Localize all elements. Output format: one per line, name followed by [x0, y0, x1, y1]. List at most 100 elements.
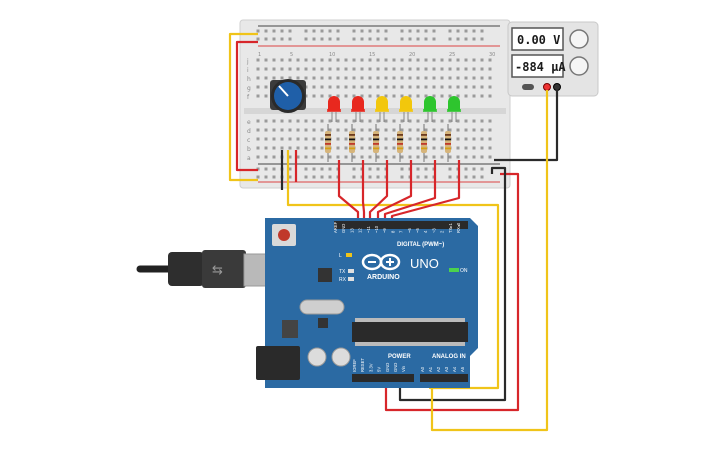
pin-label: ~10	[374, 225, 379, 233]
row-letter: h	[247, 76, 251, 83]
voltage-readout: 0.00 V	[517, 33, 560, 47]
column-number: 25	[449, 52, 455, 58]
wire-psu-positive[interactable]	[430, 90, 549, 432]
led-label-tx: TX	[339, 269, 346, 275]
row-letter: c	[247, 137, 250, 144]
on-indicator	[449, 268, 459, 272]
pin-label: GND	[393, 363, 398, 372]
pin-label: A2	[436, 366, 441, 372]
arduino-logo	[361, 253, 401, 271]
analog-header-label: ANALOG IN	[432, 354, 466, 360]
row-letter: e	[247, 119, 251, 126]
pin-label: TX▸1	[448, 223, 453, 233]
wire-yellow-rail[interactable]	[228, 32, 258, 182]
current-knob[interactable]	[569, 56, 589, 76]
column-number: 15	[369, 52, 375, 58]
usb-icon: ⇆	[212, 263, 223, 278]
power-supply: 0.00 V -884 µA	[507, 21, 599, 97]
resistor[interactable]	[349, 124, 355, 162]
pin-label: 3.3V	[368, 363, 373, 372]
wire-led-3[interactable]	[368, 160, 389, 222]
row-letter: j	[246, 58, 249, 65]
pin-label: 13	[349, 228, 354, 233]
wire-psu-negative[interactable]	[494, 90, 559, 162]
row-letter: i	[247, 67, 249, 74]
potentiometer[interactable]	[270, 79, 306, 113]
resistor[interactable]	[397, 124, 403, 162]
pin-label: ~5	[415, 228, 420, 233]
row-letter: g	[247, 85, 251, 92]
wire-gnd[interactable]	[398, 166, 507, 402]
positive-terminal[interactable]	[543, 83, 551, 91]
resistor[interactable]	[445, 124, 451, 162]
row-letter: b	[247, 146, 251, 153]
negative-terminal[interactable]	[553, 83, 561, 91]
led-red[interactable]	[327, 96, 341, 122]
board-model: UNO	[410, 256, 439, 271]
wire-led-2[interactable]	[361, 160, 366, 222]
analog-header	[420, 374, 468, 382]
resistor[interactable]	[421, 124, 427, 162]
pin-label: 12	[358, 228, 363, 233]
power-header	[352, 374, 414, 382]
microcontroller-chip	[352, 322, 468, 342]
digital-header	[334, 221, 468, 229]
pin-label: 7	[399, 230, 404, 233]
pin-label: GND	[385, 363, 390, 372]
resistor[interactable]	[325, 124, 331, 162]
wire-5v[interactable]	[384, 172, 520, 412]
resistor[interactable]	[373, 124, 379, 162]
led-red[interactable]	[351, 96, 365, 122]
wire-led-4[interactable]	[376, 160, 413, 222]
row-letter: f	[247, 94, 250, 101]
dc-power-jack[interactable]	[256, 346, 300, 380]
on-label: ON	[460, 268, 468, 274]
wire-red-rail[interactable]	[235, 40, 258, 172]
breadboard-column-numbers: 1 5 10 15 20 25 30	[258, 52, 495, 58]
pin-label: 4	[423, 230, 428, 233]
pin-label: IOREF	[352, 359, 357, 372]
breadboard-row-letters: j i h g f e d c b a	[246, 58, 251, 162]
pin-label: A5	[460, 366, 465, 372]
resistor-array	[325, 124, 451, 162]
voltage-knob[interactable]	[569, 29, 589, 49]
pin-label: RX◂0	[456, 222, 461, 233]
column-number: 20	[409, 52, 415, 58]
led-label-l: L	[339, 253, 342, 259]
power-switch[interactable]	[522, 84, 534, 90]
led-l-indicator	[346, 253, 352, 257]
current-readout: -884 µA	[515, 60, 566, 74]
pin-label: A4	[452, 366, 457, 372]
pin-label: A3	[444, 366, 449, 372]
pin-label: GND	[341, 224, 346, 233]
usb-cable: ⇆	[136, 250, 297, 288]
pin-label: AREF	[333, 221, 338, 233]
led-green[interactable]	[423, 96, 437, 122]
column-number: 30	[489, 52, 495, 58]
column-number: 10	[329, 52, 335, 58]
pin-label: A1	[428, 366, 433, 372]
pin-label: RESET	[360, 358, 365, 372]
power-header-label: POWER	[388, 354, 411, 360]
arduino-uno-board: ARDUINO UNO DIGITAL (PWM~) POWER ANALOG …	[256, 218, 478, 388]
led-array	[327, 96, 461, 122]
pin-label: Vin	[401, 365, 406, 372]
digital-header-label: DIGITAL (PWM~)	[397, 242, 444, 248]
pin-label: ~9	[382, 228, 387, 233]
pin-label: 5V	[377, 367, 382, 372]
led-green[interactable]	[447, 96, 461, 122]
pin-label: A0	[420, 366, 425, 372]
pin-label: ~3	[431, 228, 436, 233]
row-letter: a	[247, 155, 251, 162]
wire-led-1[interactable]	[337, 160, 360, 222]
arduino-logo-text: ARDUINO	[367, 274, 400, 281]
pin-label: 8	[390, 230, 395, 233]
led-tx-indicator	[348, 269, 354, 273]
led-yellow[interactable]	[375, 96, 389, 122]
led-yellow[interactable]	[399, 96, 413, 122]
column-number: 1	[258, 52, 261, 58]
